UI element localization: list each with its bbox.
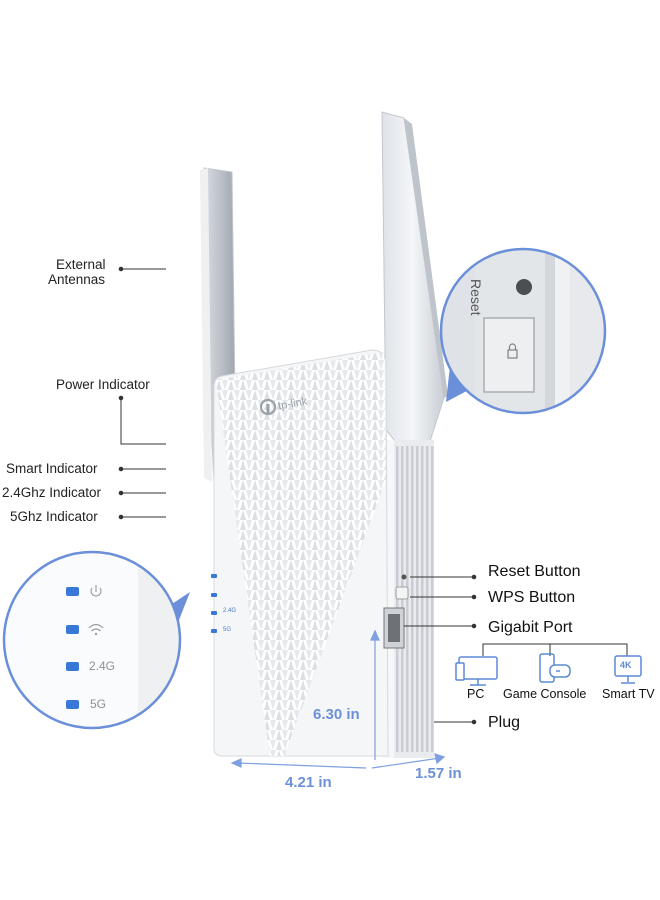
zoom-reset-wps — [439, 247, 607, 415]
side-fin — [426, 446, 429, 752]
reset-button-label: Reset Button — [488, 563, 581, 580]
game-console-icon — [539, 653, 571, 683]
device-24g-label: 2.4G — [223, 608, 237, 614]
smart-indicator-label: Smart Indicator — [6, 461, 98, 476]
device-5g-label: 5G — [223, 627, 232, 633]
zoom-5g-label: 5G — [90, 697, 107, 711]
side-fin — [421, 446, 424, 752]
device-front-face — [213, 349, 389, 757]
wifi-icon — [88, 623, 104, 636]
tv-4k-badge: 4K — [620, 660, 632, 670]
game-console-label: Game Console — [503, 687, 587, 701]
device-side-panel — [382, 440, 434, 758]
gigabit-port-label: Gigabit Port — [488, 619, 573, 636]
tv-icon — [614, 655, 642, 684]
reset-zoom-text: Reset — [468, 279, 484, 316]
ghz24-indicator-label: 2.4Ghz Indicator — [2, 485, 102, 500]
ghz5-indicator-label: 5Ghz Indicator — [10, 509, 98, 524]
width-dimension: 4.21 in — [285, 774, 332, 791]
power-icon — [90, 585, 102, 597]
smart-tv-label: Smart TV — [602, 687, 655, 701]
side-fin — [431, 446, 434, 752]
power-indicator-label: Power Indicator — [56, 377, 150, 392]
right-antenna — [381, 111, 448, 474]
height-dimension: 6.30 in — [313, 706, 360, 723]
dimension-lines — [230, 629, 446, 769]
brand-logo-icon — [259, 398, 277, 416]
device-leds — [211, 574, 217, 633]
monitor-icon — [455, 656, 498, 686]
wps-button-label: WPS Button — [488, 589, 576, 606]
pc-label: PC — [467, 687, 485, 701]
side-ports — [383, 574, 409, 649]
depth-dimension: 1.57 in — [415, 765, 462, 782]
external-antennas-label: External Antennas — [48, 257, 106, 287]
side-fin — [416, 446, 419, 752]
callout-lines — [118, 266, 628, 725]
plug-label: Plug — [488, 714, 521, 731]
zoom-24g-label: 2.4G — [89, 659, 116, 673]
side-fin — [411, 446, 414, 752]
